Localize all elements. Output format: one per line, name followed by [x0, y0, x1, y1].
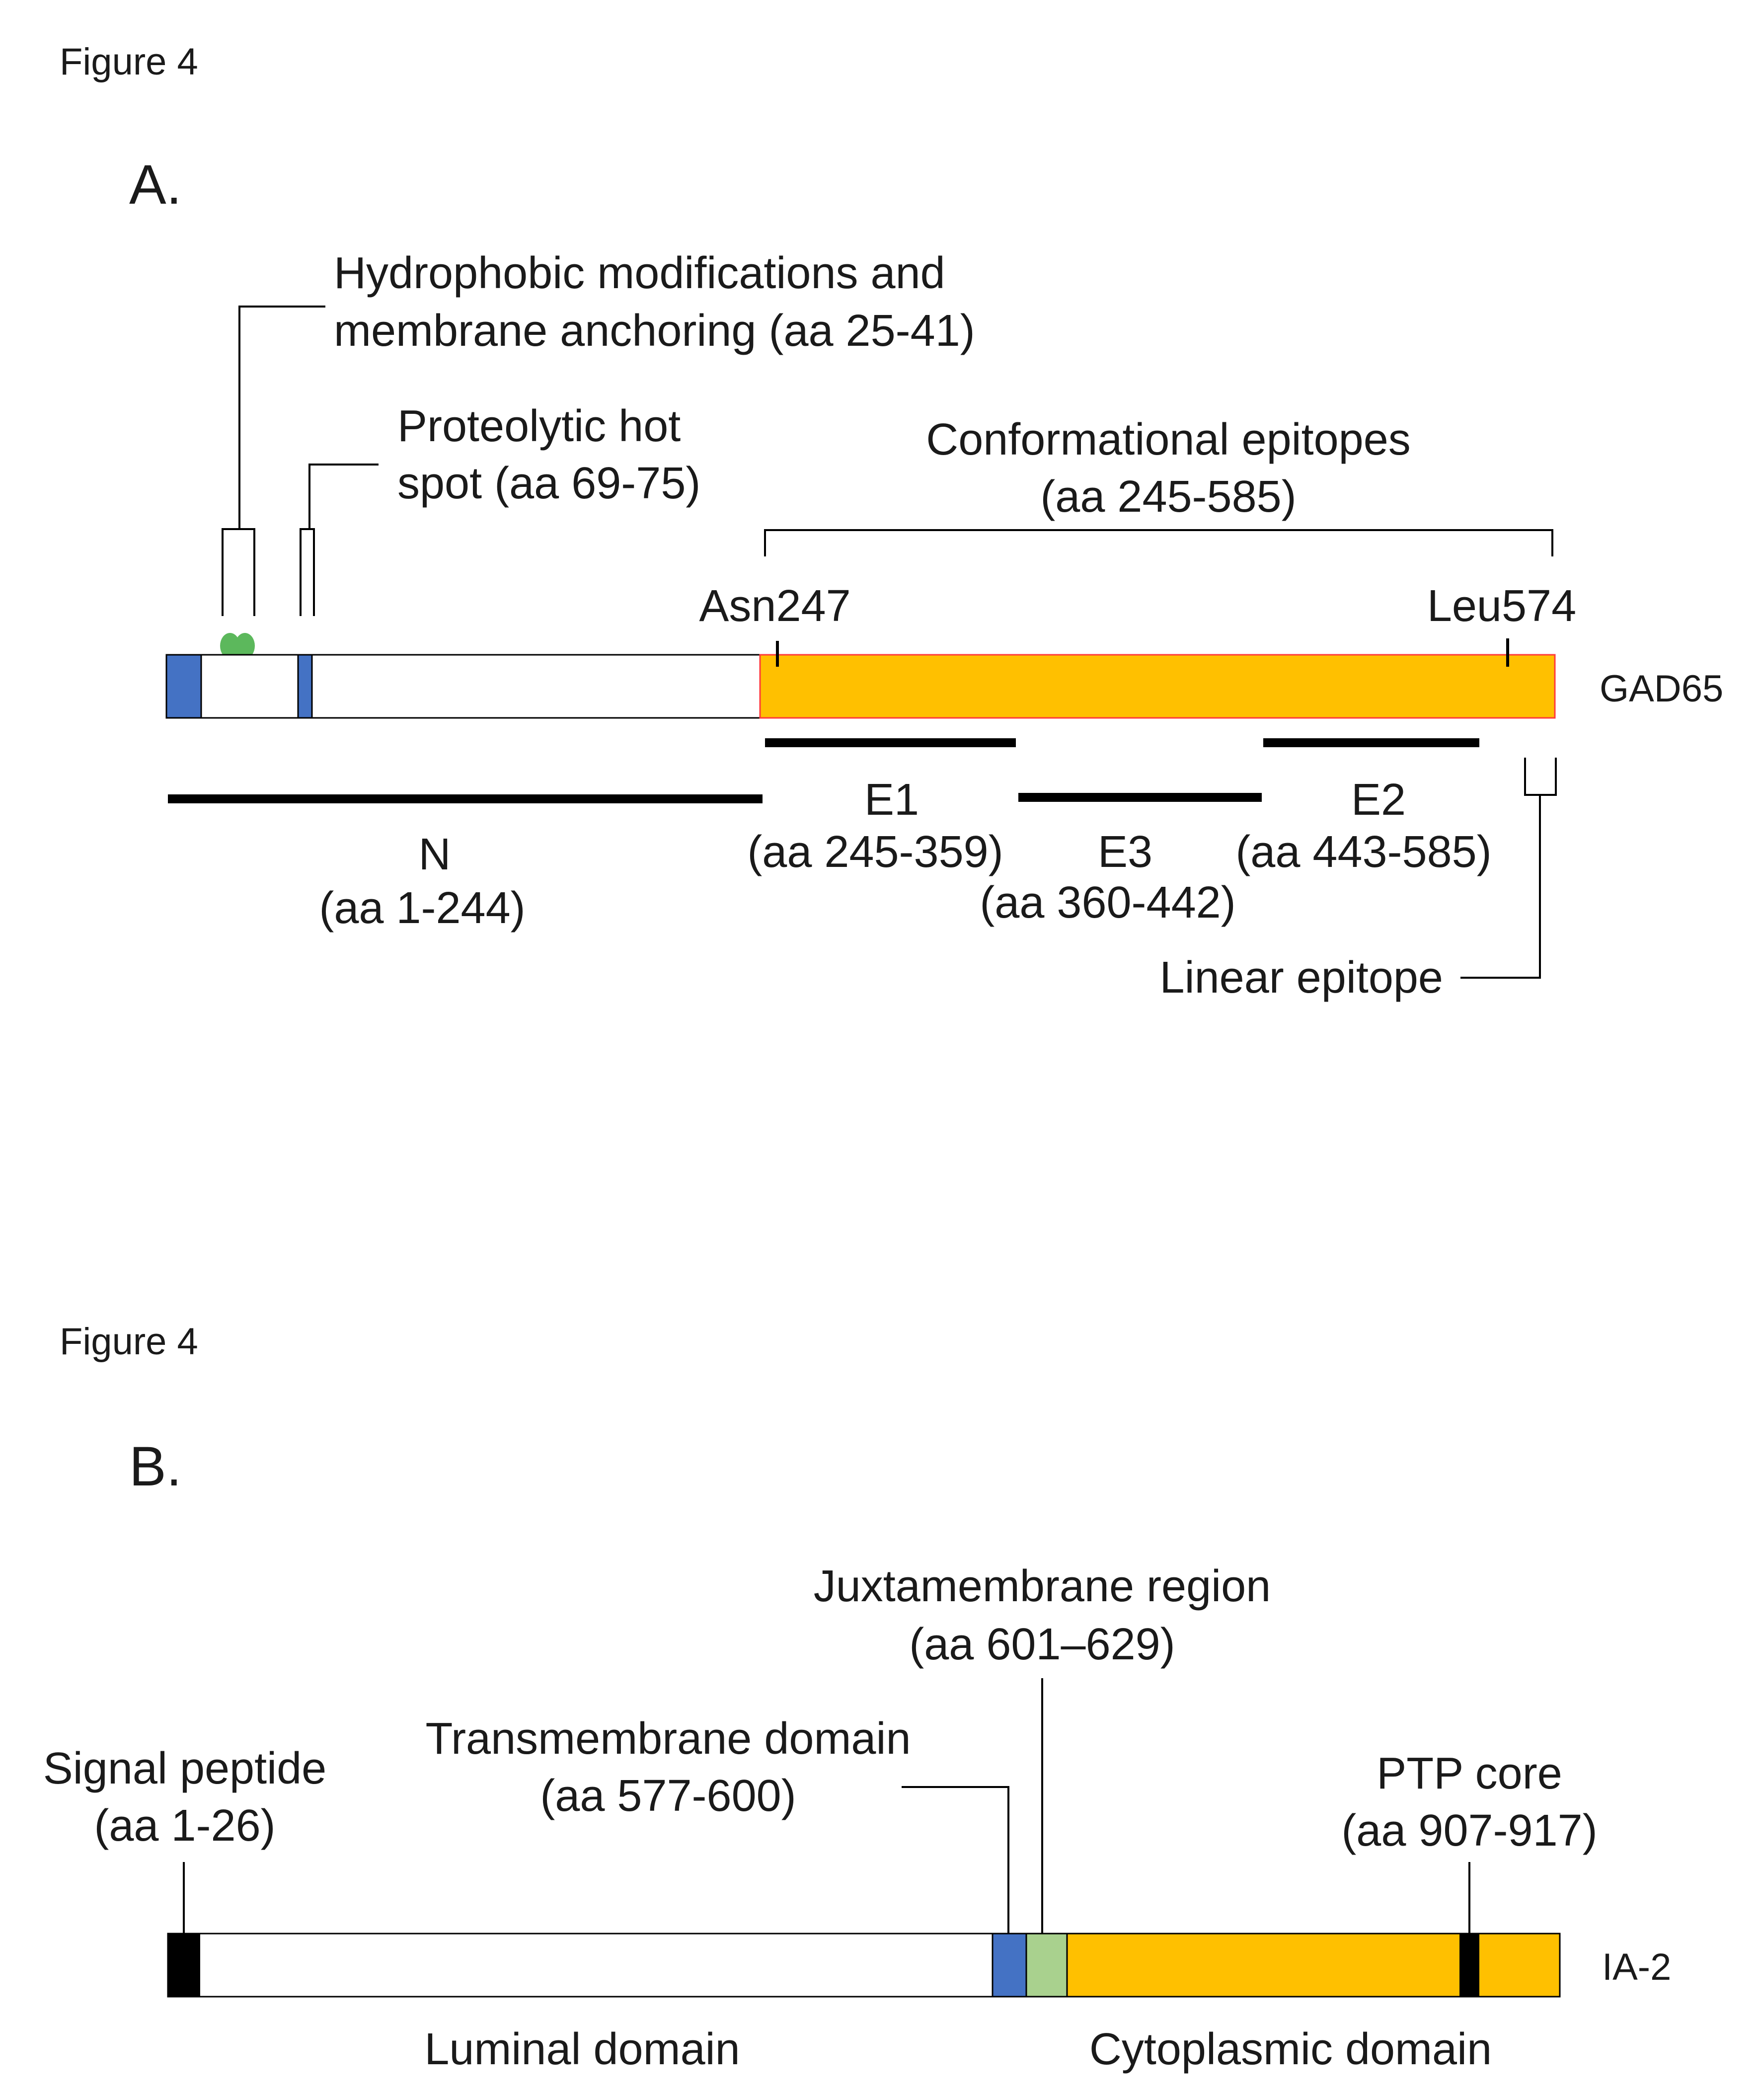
e1-domain-range: (aa 245-359): [747, 827, 1003, 877]
ia2-luminal-region: [167, 1933, 994, 1998]
leu574-label: Leu574: [1427, 581, 1576, 631]
proteolytic-callout-line: [308, 464, 379, 529]
linear-epitope-callout-line: [1460, 795, 1541, 979]
gad65-protein-name: GAD65: [1600, 668, 1723, 710]
ptp-core-label-line1: PTP core: [1377, 1749, 1562, 1798]
proteolytic-label-line2: spot (aa 69-75): [397, 459, 700, 508]
hydrophobic-label-line1: Hydrophobic modifications and: [334, 248, 945, 298]
luminal-domain-label: Luminal domain: [424, 2024, 740, 2074]
panel-label-b: B.: [129, 1435, 182, 1497]
ia2-signal-peptide: [168, 1934, 200, 1997]
juxtamembrane-label-line1: Juxtamembrane region: [814, 1561, 1271, 1611]
proteolytic-bracket: [300, 528, 315, 616]
linear-epitope-bracket: [1524, 758, 1557, 796]
conformational-label-line2: (aa 245-585): [1040, 472, 1296, 522]
e1-domain-name: E1: [864, 775, 919, 825]
hydrophobic-label-line2: membrane anchoring (aa 25-41): [334, 306, 975, 356]
gad65-blue-segment-start: [165, 654, 202, 719]
signal-peptide-label-line1: Signal peptide: [43, 1744, 326, 1793]
e3-domain-range: (aa 360-442): [980, 878, 1235, 928]
ia2-cytoplasmic-region: [1066, 1933, 1561, 1998]
membrane-anchor-marker-right: [235, 633, 255, 659]
ia2-protein-name: IA-2: [1602, 1946, 1671, 1988]
gad65-n-terminal-region: [165, 654, 761, 719]
panel-a: Figure 4 A. Hydrophobic modifications an…: [60, 41, 1723, 1003]
conformational-bracket: [764, 529, 1553, 556]
panel-b: Figure 4 B. Juxtamembrane region (aa 601…: [43, 1321, 1672, 2074]
n-domain-name: N: [419, 830, 451, 879]
hydrophobic-bracket: [222, 528, 255, 616]
n-domain-range: (aa 1-244): [319, 883, 525, 933]
asn247-label: Asn247: [699, 581, 850, 631]
linear-epitope-label: Linear epitope: [1160, 953, 1443, 1003]
juxtamembrane-label-line2: (aa 601–629): [909, 1620, 1175, 1669]
ptp-core-label-line2: (aa 907-917): [1341, 1806, 1597, 1856]
transmembrane-label-line1: Transmembrane domain: [425, 1714, 911, 1764]
figure-label-a: Figure 4: [60, 41, 198, 83]
transmembrane-callout-line: [902, 1786, 1009, 1934]
e2-domain-name: E2: [1351, 775, 1406, 825]
e3-domain-name: E3: [1098, 827, 1152, 877]
ia2-transmembrane-domain: [992, 1933, 1027, 1998]
gad65-conformational-region: [759, 654, 1556, 719]
e2-domain-range: (aa 443-585): [1235, 827, 1491, 877]
ia2-protein-bar: [167, 1933, 1561, 1998]
ia2-ptp-core: [1459, 1934, 1479, 1997]
ia2-juxtamembrane-region: [1025, 1933, 1068, 1998]
gad65-protein-bar: [165, 638, 1556, 719]
proteolytic-label-line1: Proteolytic hot: [397, 401, 681, 451]
hydrophobic-callout-line: [238, 306, 325, 529]
signal-peptide-label-line2: (aa 1-26): [94, 1801, 275, 1851]
membrane-anchor-marker-left: [220, 633, 240, 659]
transmembrane-label-line2: (aa 577-600): [540, 1771, 796, 1821]
panel-label-a: A.: [129, 154, 182, 216]
figure-label-b: Figure 4: [60, 1321, 198, 1363]
cytoplasmic-domain-label: Cytoplasmic domain: [1089, 2024, 1492, 2074]
gad65-blue-segment-hotspot: [297, 654, 313, 719]
conformational-label-line1: Conformational epitopes: [926, 415, 1411, 465]
